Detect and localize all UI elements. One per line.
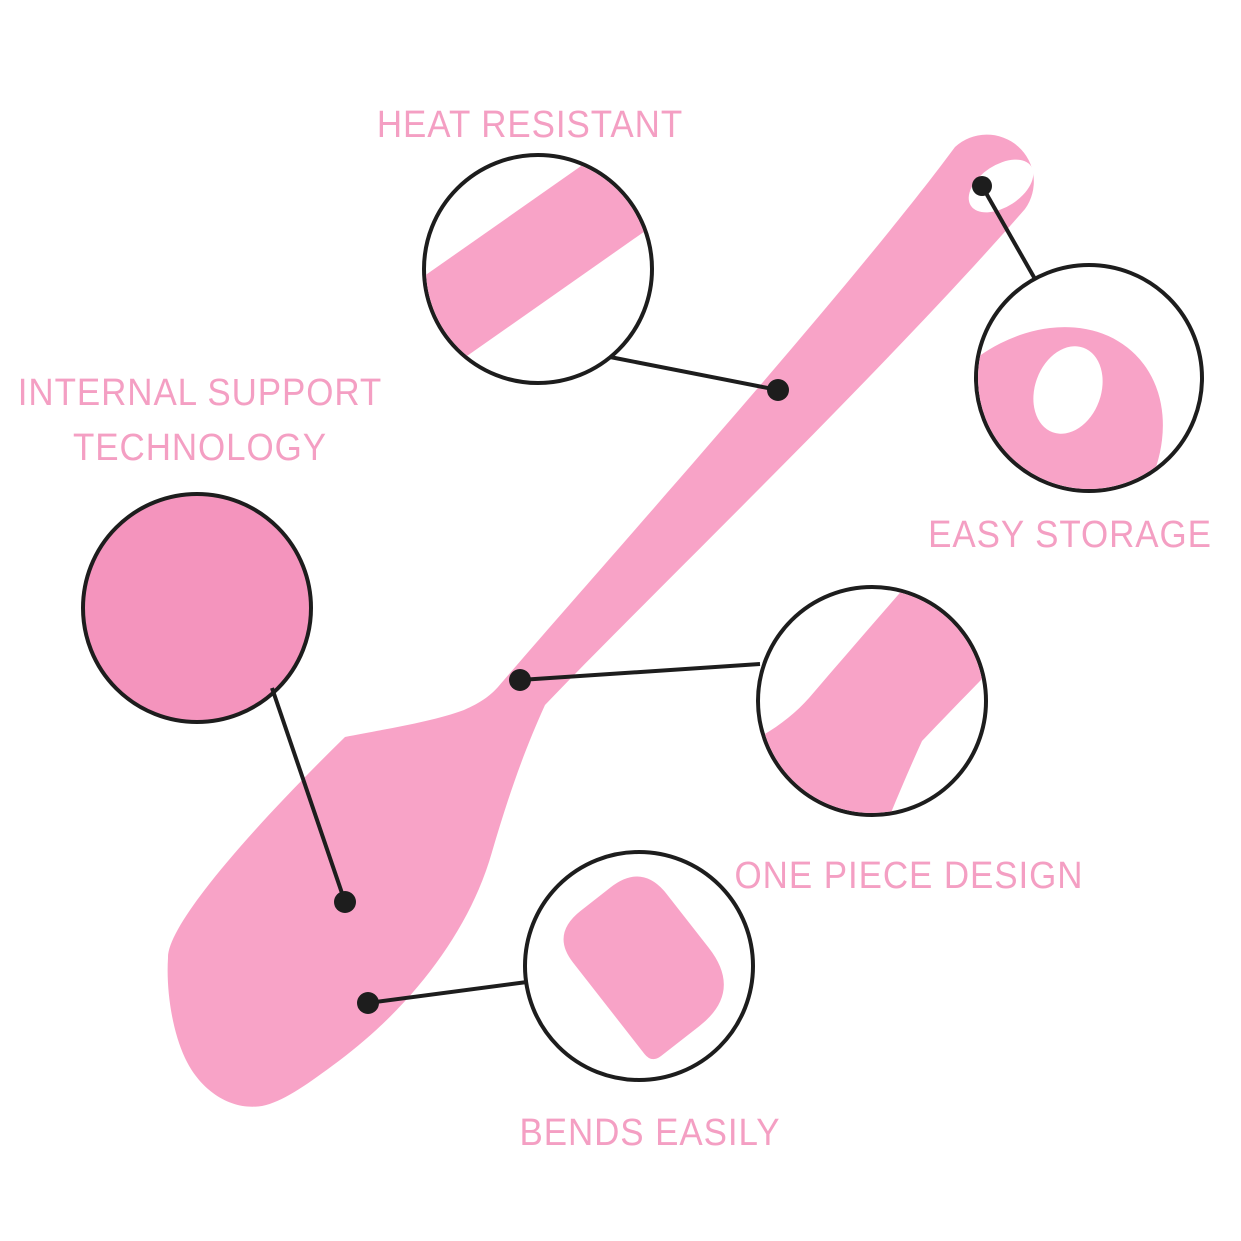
leader-dot-storage [972,176,992,196]
zoomed-blade-tip [563,876,724,1060]
label-internal-support-line2: TECHNOLOGY [73,427,327,469]
leader-line-bends [367,980,528,1005]
label-internal-support-line1: INTERNAL SUPPORT [17,372,383,414]
leader-line-heat [609,355,779,392]
label-bends-easily: BENDS EASILY [519,1112,781,1154]
callout-heat-resistant [422,153,654,385]
label-heat-resistant: HEAT RESISTANT [376,104,684,146]
leader-dot-support [334,891,356,913]
label-internal-support: INTERNAL SUPPORT TECHNOLOGY [16,366,384,476]
callout-easy-storage [974,263,1204,493]
hanging-hole [968,159,1034,213]
label-easy-storage: EASY STORAGE [928,514,1212,556]
leader-line-support [270,687,347,903]
leader-line-storage [980,185,1037,280]
leader-dot-heat [767,379,789,401]
leader-dot-bends [357,992,379,1014]
callout-bends-easily [523,850,755,1082]
callout-internal-support [81,492,313,724]
leader-dot-one-piece [509,669,531,691]
zoomed-hanging-hole [1033,346,1103,434]
spatula-body [167,134,1034,1107]
label-one-piece-design: ONE PIECE DESIGN [734,855,1084,897]
leader-line-one-piece [519,662,761,682]
callout-one-piece [756,585,988,817]
